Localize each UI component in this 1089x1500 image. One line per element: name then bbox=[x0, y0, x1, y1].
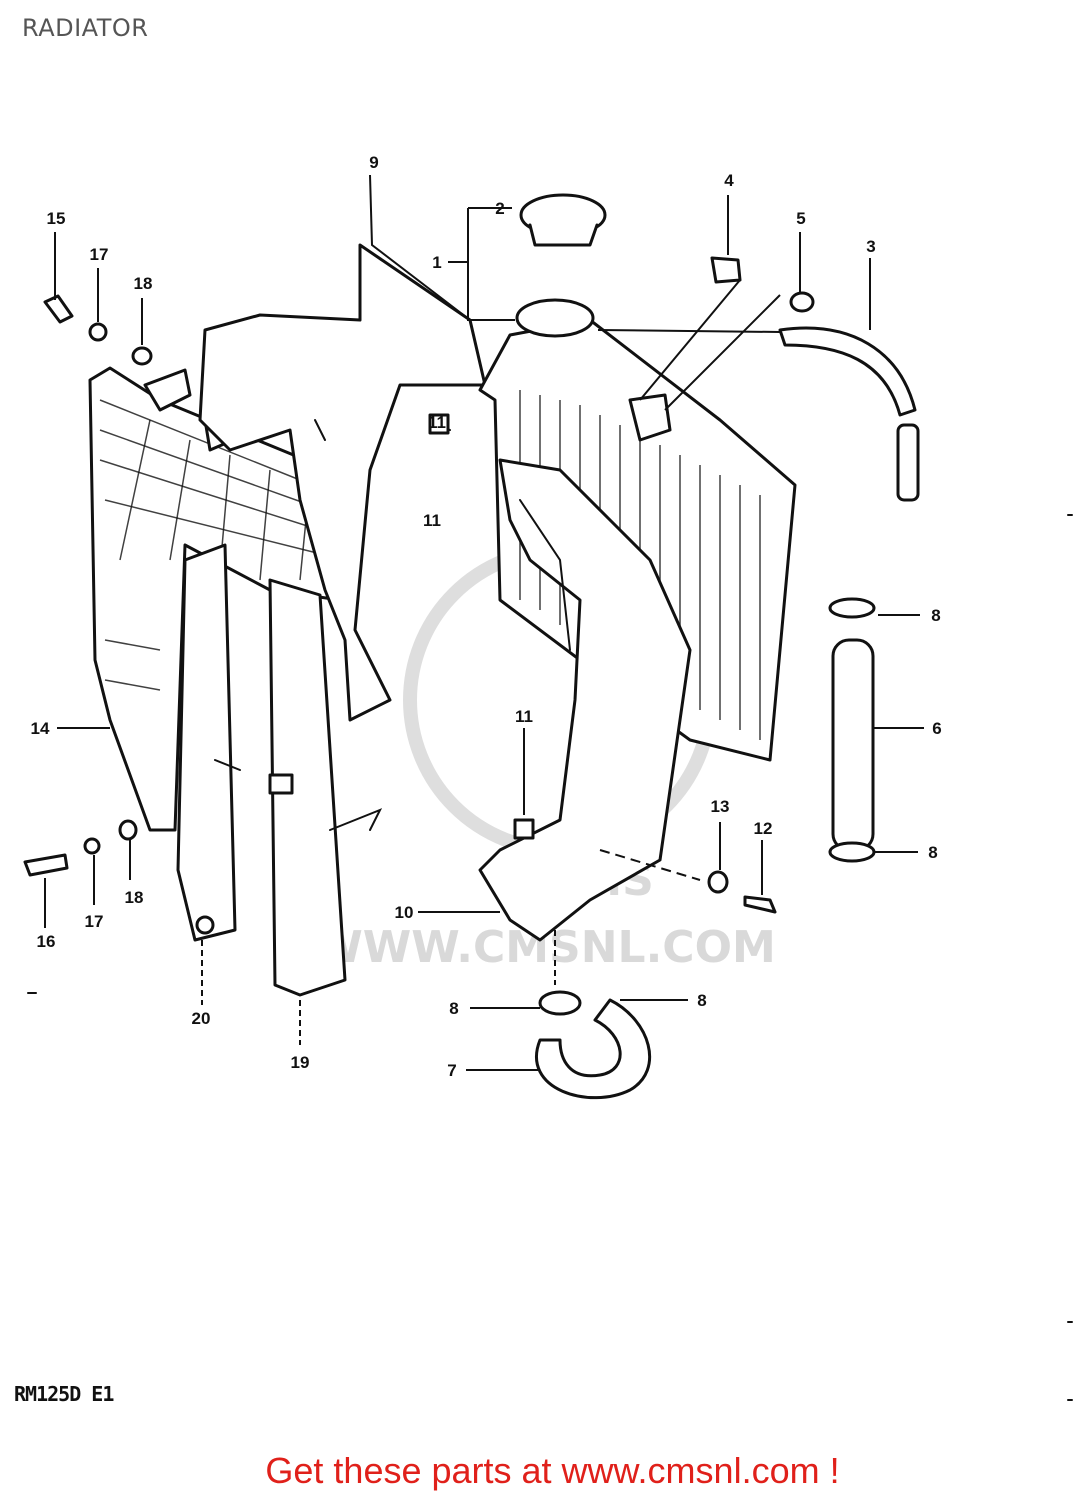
callout-5[interactable]: 5 bbox=[796, 209, 805, 228]
part-18-grommet-bottom[interactable] bbox=[118, 819, 138, 841]
callout-7[interactable]: 7 bbox=[447, 1061, 456, 1080]
callout-3[interactable]: 3 bbox=[866, 237, 875, 256]
get-parts-link[interactable]: Get these parts at www.cmsnl.com ! bbox=[265, 1450, 840, 1491]
part-17-washer-bottom[interactable] bbox=[83, 837, 101, 855]
callout-16[interactable]: 16 bbox=[37, 932, 56, 951]
part-1-radiator-core[interactable] bbox=[478, 298, 797, 762]
callout-8-upper-right[interactable]: 8 bbox=[931, 606, 940, 625]
callout-8-hose-right[interactable]: 8 bbox=[697, 991, 706, 1010]
part-18-grommet-top[interactable] bbox=[131, 346, 153, 366]
part-11-clip-top[interactable] bbox=[428, 413, 450, 435]
callout-20[interactable]: 20 bbox=[192, 1009, 211, 1028]
callout-19[interactable]: 19 bbox=[291, 1053, 310, 1072]
part-17-washer-top[interactable] bbox=[88, 322, 108, 342]
scan-marks bbox=[27, 514, 1073, 1401]
part-6-straight-hose[interactable] bbox=[828, 597, 876, 863]
model-code: RM125D E1 bbox=[14, 1382, 114, 1406]
part-19-bracket[interactable] bbox=[268, 578, 383, 997]
part-15-bolt[interactable] bbox=[43, 294, 74, 324]
part-2-radiator-cap[interactable] bbox=[519, 193, 607, 247]
part-7-curved-hose[interactable] bbox=[535, 990, 652, 1100]
callout-10[interactable]: 10 bbox=[395, 903, 414, 922]
callout-8-hose-left[interactable]: 8 bbox=[449, 999, 458, 1018]
callout-18-bottom[interactable]: 18 bbox=[125, 888, 144, 907]
callout-18-top[interactable]: 18 bbox=[134, 274, 153, 293]
callout-11-top[interactable]: 11 bbox=[428, 413, 446, 432]
callout-6[interactable]: 6 bbox=[932, 719, 941, 738]
callout-labels: 9 2 1 4 5 3 15 17 18 11 11 8 6 8 14 11 1… bbox=[31, 153, 942, 1080]
callout-13[interactable]: 13 bbox=[711, 797, 730, 816]
callout-4[interactable]: 4 bbox=[724, 171, 734, 190]
callout-17-bottom[interactable]: 17 bbox=[85, 912, 104, 931]
page-title: RADIATOR bbox=[22, 14, 149, 42]
callout-11-bottom[interactable]: 11 bbox=[515, 707, 533, 726]
part-4-clip[interactable] bbox=[710, 256, 742, 284]
callout-1[interactable]: 1 bbox=[432, 253, 441, 272]
callout-8-lower-right[interactable]: 8 bbox=[928, 843, 937, 862]
part-5-nut[interactable] bbox=[789, 291, 815, 313]
part-12-bolt[interactable] bbox=[743, 895, 777, 914]
callout-2[interactable]: 2 bbox=[495, 199, 504, 218]
callout-12[interactable]: 12 bbox=[754, 819, 773, 838]
part-20-bracket[interactable] bbox=[176, 543, 241, 942]
leader-lines bbox=[44, 174, 924, 1071]
callout-11-mid[interactable]: 11 bbox=[423, 511, 441, 530]
part-13-washer[interactable] bbox=[707, 870, 729, 894]
part-10-right-shroud[interactable] bbox=[478, 458, 692, 942]
part-16-bolt[interactable] bbox=[23, 853, 69, 877]
part-3-overflow-hose[interactable] bbox=[778, 326, 920, 502]
callout-17-top[interactable]: 17 bbox=[90, 245, 109, 264]
callout-14[interactable]: 14 bbox=[31, 719, 50, 738]
part-11-clip-bottom[interactable] bbox=[513, 818, 535, 840]
callout-15[interactable]: 15 bbox=[47, 209, 66, 228]
callout-9[interactable]: 9 bbox=[369, 153, 378, 172]
